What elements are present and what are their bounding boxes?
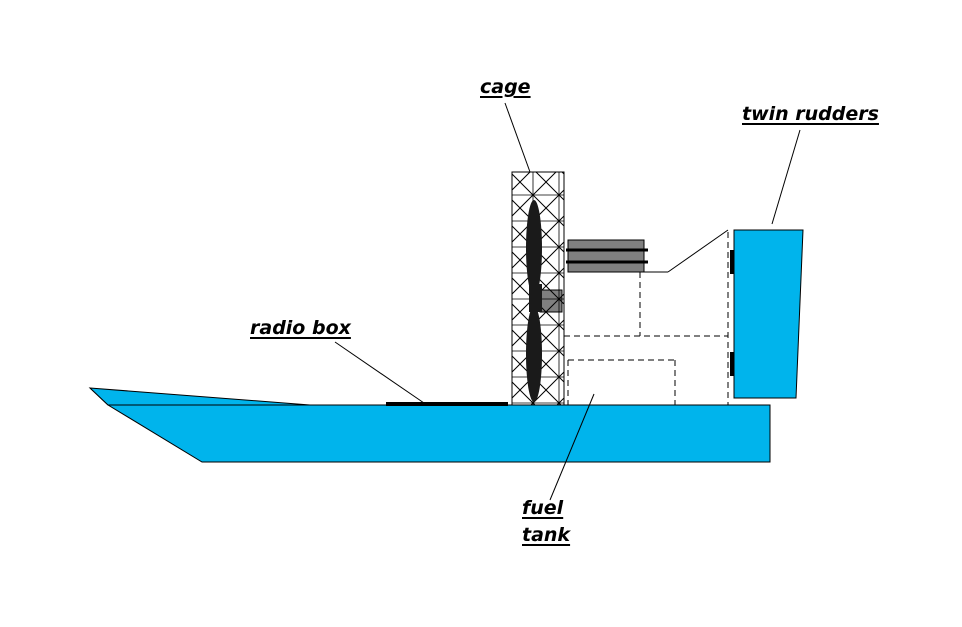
label-tank: tank: [522, 524, 571, 546]
label-twin-rudders: twin rudders: [742, 103, 879, 125]
leader-fuel-tank: [549, 393, 595, 501]
leader-twin-rudders: [771, 129, 801, 225]
label-fuel: fuel: [522, 497, 564, 519]
rudder-strut: [640, 229, 729, 273]
leader-cage: [504, 102, 531, 173]
leader-lines: [334, 102, 801, 501]
label-radio-box: radio box: [250, 317, 351, 339]
twin-rudders: [733, 229, 804, 399]
leader-radio-box: [334, 341, 425, 404]
label-cage: cage: [480, 76, 531, 98]
propeller: [526, 200, 542, 402]
rear-frame: [564, 232, 729, 405]
hull-bow: [88, 387, 311, 406]
